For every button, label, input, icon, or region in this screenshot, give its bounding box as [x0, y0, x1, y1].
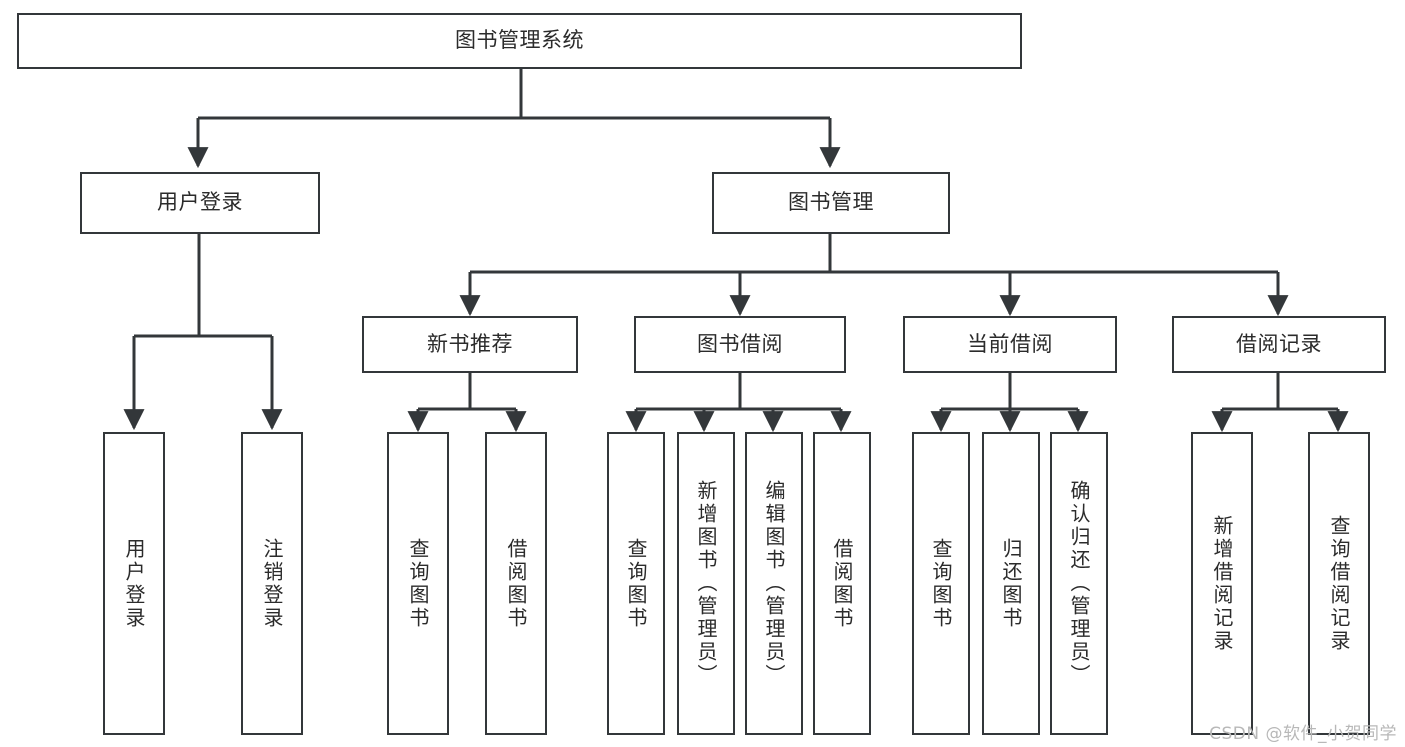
- node-leaf-user-login[interactable]: 用户登录: [103, 432, 165, 735]
- node-leaf-query-book-2-label: 查询图书: [624, 537, 648, 630]
- node-leaf-add-book-label: 新增图书（管理员）: [694, 480, 718, 687]
- node-leaf-edit-book-label: 编辑图书（管理员）: [762, 480, 786, 687]
- node-leaf-borrow-book-1-label: 借阅图书: [504, 537, 528, 630]
- node-borrowing-records[interactable]: 借阅记录: [1172, 316, 1386, 373]
- node-leaf-borrow-book-2[interactable]: 借阅图书: [813, 432, 871, 735]
- node-user-login[interactable]: 用户登录: [80, 172, 320, 234]
- node-leaf-confirm-return[interactable]: 确认归还（管理员）: [1050, 432, 1108, 735]
- node-new-book-recommendation-label: 新书推荐: [427, 331, 513, 356]
- node-borrowing-records-label: 借阅记录: [1236, 331, 1322, 356]
- node-leaf-return-book[interactable]: 归还图书: [982, 432, 1040, 735]
- node-leaf-logout[interactable]: 注销登录: [241, 432, 303, 735]
- node-book-management[interactable]: 图书管理: [712, 172, 950, 234]
- node-user-login-label: 用户登录: [157, 190, 243, 215]
- node-current-borrowing-label: 当前借阅: [967, 331, 1053, 356]
- node-leaf-query-book-1-label: 查询图书: [406, 537, 430, 630]
- node-leaf-query-record-label: 查询借阅记录: [1327, 514, 1351, 653]
- node-root[interactable]: 图书管理系统: [17, 13, 1022, 69]
- node-book-borrowing[interactable]: 图书借阅: [634, 316, 846, 373]
- node-leaf-add-record[interactable]: 新增借阅记录: [1191, 432, 1253, 735]
- node-current-borrowing[interactable]: 当前借阅: [903, 316, 1117, 373]
- node-leaf-query-record[interactable]: 查询借阅记录: [1308, 432, 1370, 735]
- node-leaf-query-book-1[interactable]: 查询图书: [387, 432, 449, 735]
- node-leaf-edit-book[interactable]: 编辑图书（管理员）: [745, 432, 803, 735]
- node-leaf-add-book[interactable]: 新增图书（管理员）: [677, 432, 735, 735]
- node-leaf-query-book-3[interactable]: 查询图书: [912, 432, 970, 735]
- node-leaf-borrow-book-1[interactable]: 借阅图书: [485, 432, 547, 735]
- node-leaf-query-book-2[interactable]: 查询图书: [607, 432, 665, 735]
- node-leaf-confirm-return-label: 确认归还（管理员）: [1067, 480, 1091, 687]
- node-root-label: 图书管理系统: [455, 28, 584, 53]
- node-leaf-return-book-label: 归还图书: [999, 537, 1023, 630]
- node-leaf-logout-label: 注销登录: [260, 537, 284, 630]
- node-book-management-label: 图书管理: [788, 190, 874, 215]
- node-book-borrowing-label: 图书借阅: [697, 331, 783, 356]
- node-leaf-query-book-3-label: 查询图书: [929, 537, 953, 630]
- node-leaf-user-login-label: 用户登录: [122, 537, 146, 630]
- node-leaf-borrow-book-2-label: 借阅图书: [830, 537, 854, 630]
- node-leaf-add-record-label: 新增借阅记录: [1210, 514, 1234, 653]
- node-new-book-recommendation[interactable]: 新书推荐: [362, 316, 578, 373]
